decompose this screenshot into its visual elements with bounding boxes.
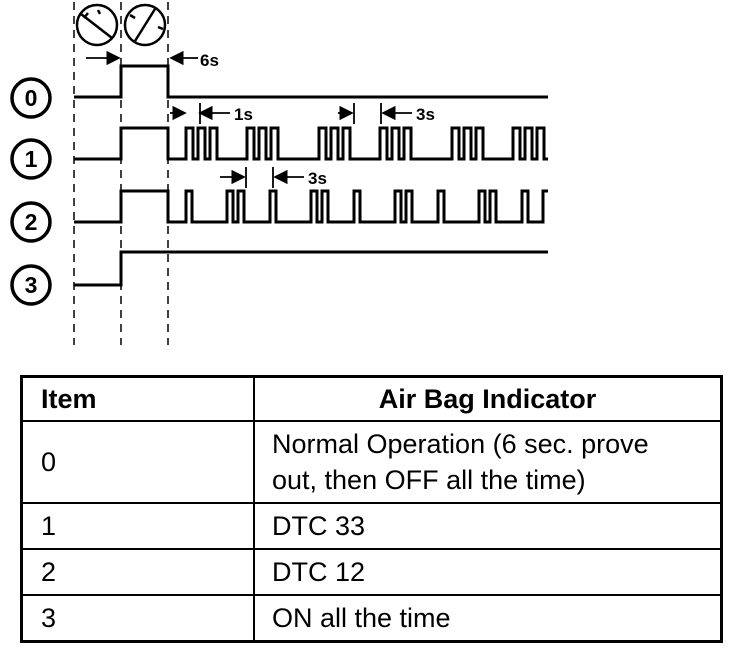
indicator-column-header: Air Bag Indicator xyxy=(253,375,723,422)
indicator-cell: DTC 12 xyxy=(253,548,723,596)
prove-out-label: 6s xyxy=(200,51,219,70)
table-row: 1 DTC 33 xyxy=(20,502,723,550)
item-cell: 0 xyxy=(20,420,255,504)
row-label-2: 2 xyxy=(10,201,52,243)
row1-pulse-label: 1s xyxy=(234,105,253,124)
ignition-on-icon xyxy=(123,3,167,47)
waveform-row-0 xyxy=(74,64,548,99)
table-row: 3 ON all the time xyxy=(20,594,723,643)
waveform-row-2 xyxy=(74,189,548,224)
svg-text:2: 2 xyxy=(25,209,38,235)
row2-pause-label: 3s xyxy=(308,169,327,188)
svg-text:3: 3 xyxy=(25,272,38,298)
indicator-cell: DTC 33 xyxy=(253,502,723,550)
indicator-line-2: out, then OFF all the time) xyxy=(272,465,586,495)
indicator-table: Item Air Bag Indicator 0 Normal Operatio… xyxy=(20,375,723,643)
indicator-line-1: Normal Operation (6 sec. prove xyxy=(272,429,649,459)
row-label-1: 1 xyxy=(10,138,52,180)
row-label-0: 0 xyxy=(10,77,52,119)
waveform-row-1 xyxy=(74,126,548,161)
indicator-cell: ON all the time xyxy=(253,594,723,643)
row1-pulse-dimension xyxy=(170,103,230,124)
row1-pause-dimension xyxy=(338,103,412,124)
timing-guides xyxy=(73,2,169,345)
timing-diagram: 0 1 2 3 6s 1s 3s xyxy=(10,2,548,345)
waveform-row-3 xyxy=(74,250,548,287)
svg-text:0: 0 xyxy=(25,85,38,111)
item-column-header: Item xyxy=(20,375,255,422)
item-cell: 1 xyxy=(20,502,255,550)
row-label-3: 3 xyxy=(10,264,52,306)
item-cell: 3 xyxy=(20,594,255,643)
indicator-cell: Normal Operation (6 sec. prove out, then… xyxy=(253,420,723,504)
ignition-off-icon xyxy=(75,3,119,47)
table-row: 2 DTC 12 xyxy=(20,548,723,596)
svg-text:1: 1 xyxy=(25,146,38,172)
row2-pause-dimension xyxy=(220,167,304,188)
table-header-row: Item Air Bag Indicator xyxy=(20,375,723,422)
item-cell: 2 xyxy=(20,548,255,596)
table-row: 0 Normal Operation (6 sec. prove out, th… xyxy=(20,420,723,504)
row1-pause-label: 3s xyxy=(416,105,435,124)
